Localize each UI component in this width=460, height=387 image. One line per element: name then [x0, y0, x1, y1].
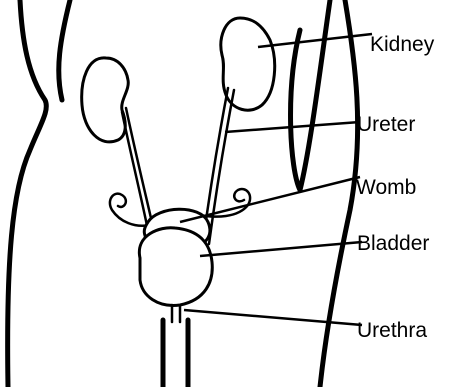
urethra — [172, 305, 180, 322]
body-outline-right-long — [320, 0, 358, 387]
label-bladder: Bladder — [357, 233, 429, 254]
label-kidney: Kidney — [370, 34, 434, 55]
body-outline-left-upper — [8, 0, 47, 387]
label-ureter: Ureter — [357, 114, 415, 135]
leader-kidney — [258, 34, 372, 47]
body-outline-right-curve — [291, 0, 330, 190]
kidney-left — [82, 58, 129, 142]
label-urethra: Urethra — [357, 320, 427, 341]
ureter-right-inner — [209, 90, 234, 244]
bladder — [139, 228, 212, 306]
leader-womb — [180, 177, 360, 222]
ureter-left-outer — [122, 112, 150, 240]
leader-urethra — [184, 310, 362, 325]
label-womb: Womb — [356, 177, 416, 198]
body-outline-left-inner — [59, 0, 70, 100]
kidney-right — [221, 18, 275, 110]
leader-bladder — [200, 242, 362, 256]
